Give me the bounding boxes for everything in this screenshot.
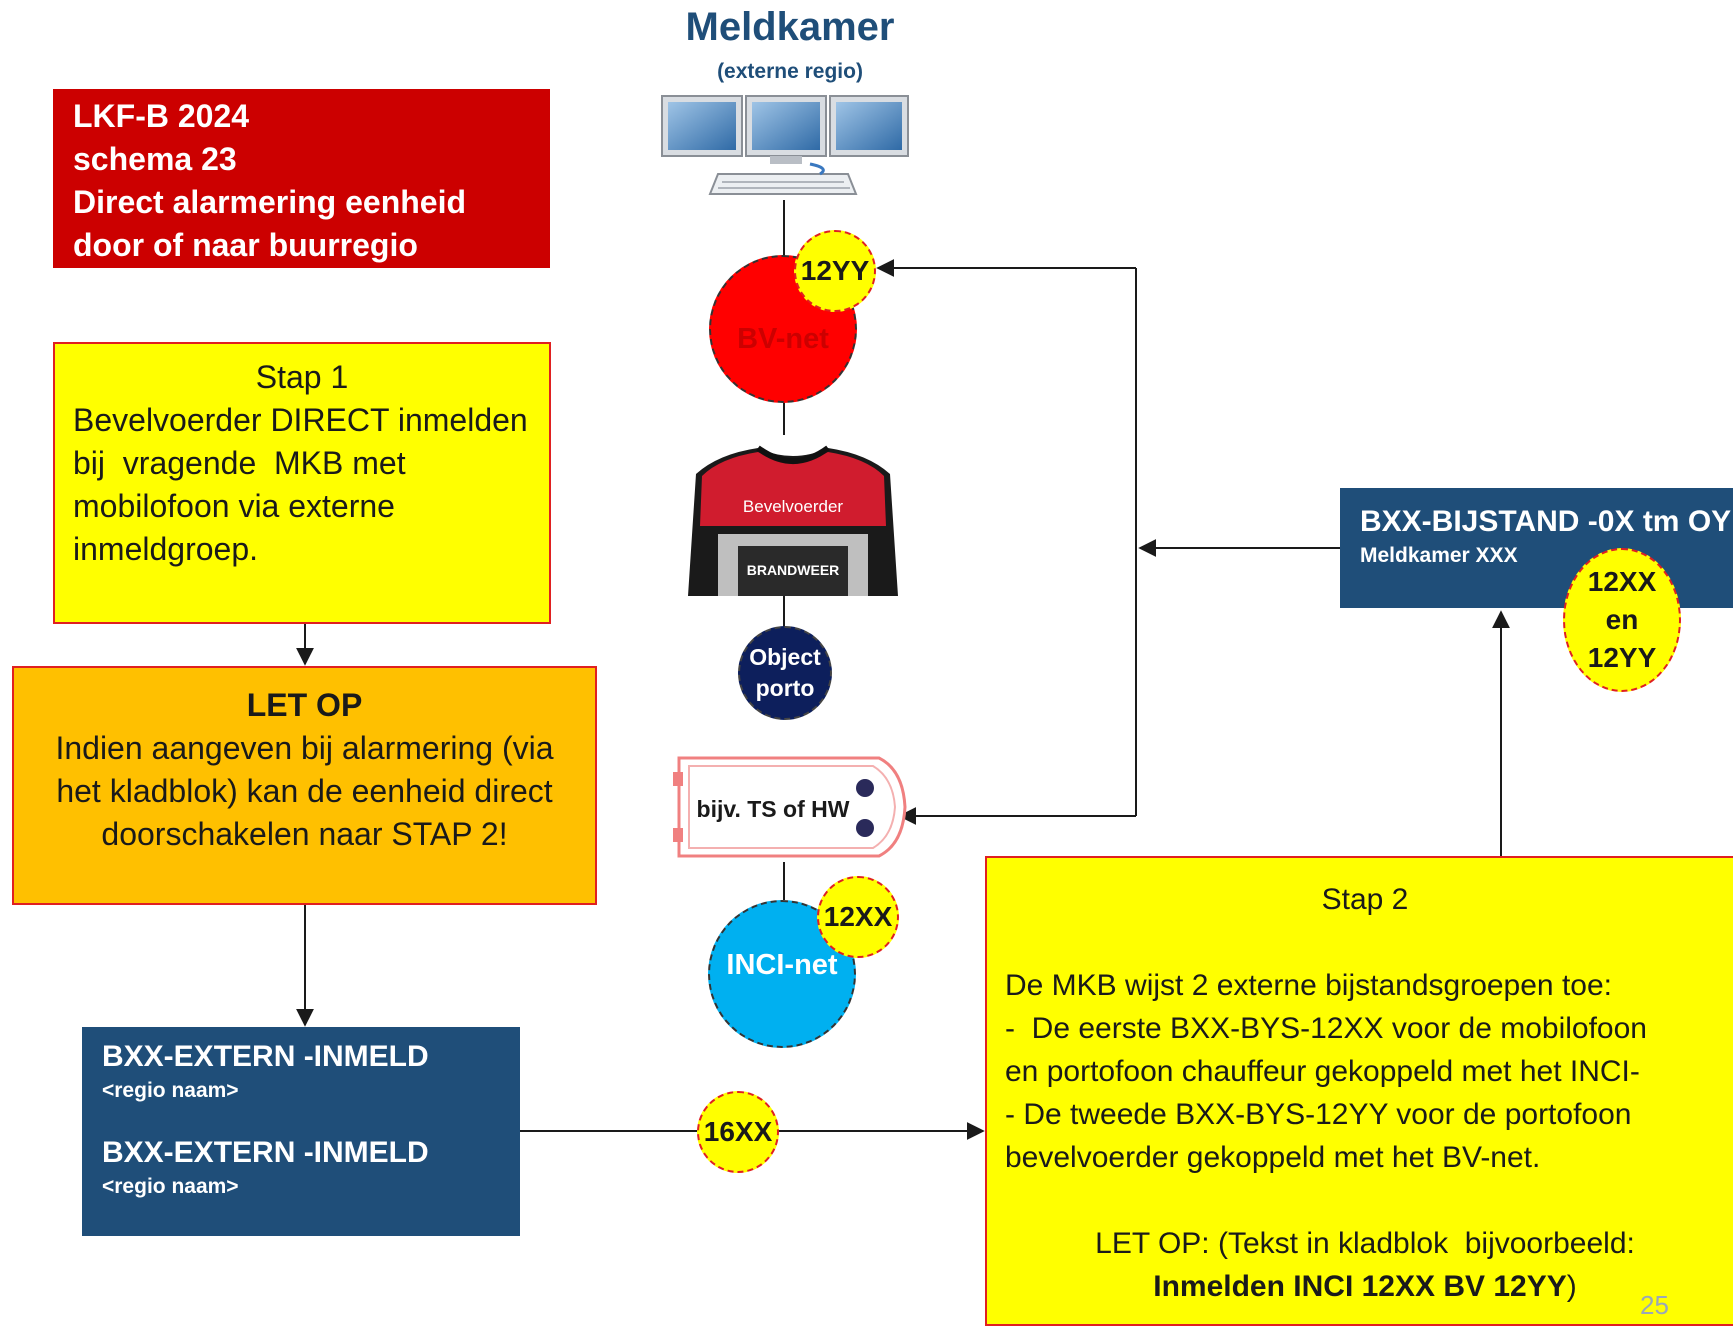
computer-monitors-icon <box>661 95 909 195</box>
extern-region-2: <regio naam> <box>102 1175 239 1198</box>
stap1-line-3: mobilofoon via externe <box>73 488 395 524</box>
inci-net-label: INCI-net <box>726 948 838 981</box>
stap2-note-bold: Inmelden INCI 12XX BV 12YY <box>1153 1270 1567 1303</box>
stap1-heading: Stap 1 <box>255 359 349 395</box>
bijstand-subtitle: Meldkamer XXX <box>1360 544 1518 567</box>
extern-group-2: BXX-EXTERN -INMELD <box>102 1136 429 1169</box>
shirt-label-bottom: BRANDWEER <box>747 562 840 578</box>
stap2-box: Stap 2 De MKB wijst 2 externe bijstandsg… <box>985 856 1733 1326</box>
stap2-heading: Stap 2 <box>1321 883 1409 916</box>
stap1-line-4: inmeldgroep. <box>73 531 258 567</box>
bv-net-label: BV-net <box>737 322 829 355</box>
title-line-2: schema 23 <box>73 141 237 177</box>
stap1-line-2: bij vragende MKB met <box>73 445 406 481</box>
bijstand-box: BXX-BIJSTAND -0X tm OY Meldkamer XXX <box>1340 488 1733 608</box>
bijstand-badge-line-3: 12YY <box>1587 642 1657 673</box>
stap1-line-1: Bevelvoerder DIRECT inmelden <box>73 402 528 438</box>
bevelvoerder-shirt-icon: Bevelvoerder BRANDWEER <box>688 445 898 596</box>
title-line-1: LKF-B 2024 <box>73 98 250 134</box>
meldkamer-title: Meldkamer <box>685 5 895 49</box>
bv-badge-label: 12YY <box>800 255 870 286</box>
stap1-box: Stap 1 Bevelvoerder DIRECT inmelden bij … <box>53 342 551 624</box>
meldkamer-subtitle: (externe regio) <box>717 60 863 83</box>
extern-region-1: <regio naam> <box>102 1079 239 1102</box>
vehicle-label: bijv. TS of HW <box>696 796 850 822</box>
title-line-3: Direct alarmering eenheid <box>73 184 467 220</box>
bijstand-badge-line-1: 12XX <box>1587 566 1657 597</box>
bijstand-badge: 12XX en 12YY <box>1563 548 1681 692</box>
stap2-line-3: en portofoon chauffeur gekoppeld met het… <box>1005 1055 1640 1088</box>
inci-badge: 12XX <box>817 876 899 958</box>
bv-badge: 12YY <box>794 230 876 312</box>
object-line-2: porto <box>755 675 815 701</box>
object-line-1: Object <box>749 644 821 670</box>
stap2-line-4: - De tweede BXX-BYS-12YY voor de portofo… <box>1005 1098 1632 1131</box>
bijstand-title: BXX-BIJSTAND -0X tm OY <box>1360 505 1732 538</box>
vehicle-icon <box>673 756 907 858</box>
title-line-4: door of naar buurregio <box>73 227 418 263</box>
group-badge: 16XX <box>697 1091 779 1173</box>
stap2-line-1: De MKB wijst 2 externe bijstandsgroepen … <box>1005 969 1612 1002</box>
inci-badge-label: 12XX <box>823 901 893 932</box>
stap2-note-suffix: ) <box>1566 1270 1577 1303</box>
letop-line-3: doorschakelen naar STAP 2! <box>101 816 508 852</box>
page-number: 25 <box>1640 1290 1669 1320</box>
letop-line-2: het kladblok) kan de eenheid direct <box>56 773 553 809</box>
letop-line-1: Indien aangeven bij alarmering (via <box>55 730 554 766</box>
letop-heading: LET OP <box>246 687 363 723</box>
inci-net-node: INCI-net <box>708 900 856 1048</box>
stap2-line-2: - De eerste BXX-BYS-12XX voor de mobilof… <box>1005 1012 1647 1045</box>
title-box: LKF-B 2024 schema 23 Direct alarmering e… <box>53 89 550 268</box>
group-badge-label: 16XX <box>703 1116 773 1147</box>
stap2-line-5: bevelvoerder gekoppeld met het BV-net. <box>1005 1141 1541 1174</box>
shirt-label-top: Bevelvoerder <box>743 497 844 516</box>
stap2-note-prefix: LET OP: (Tekst in kladblok bijvoorbeeld: <box>1095 1227 1635 1260</box>
extern-inmeld-box: BXX-EXTERN -INMELD <regio naam> BXX-EXTE… <box>82 1027 520 1236</box>
letop-box: LET OP Indien aangeven bij alarmering (v… <box>12 666 597 905</box>
bijstand-badge-line-2: en <box>1605 604 1639 635</box>
stap2-note: Inmelden INCI 12XX BV 12YY) <box>1005 1265 1725 1308</box>
object-porto-node: Object porto <box>738 626 832 720</box>
extern-group-1: BXX-EXTERN -INMELD <box>102 1040 429 1073</box>
